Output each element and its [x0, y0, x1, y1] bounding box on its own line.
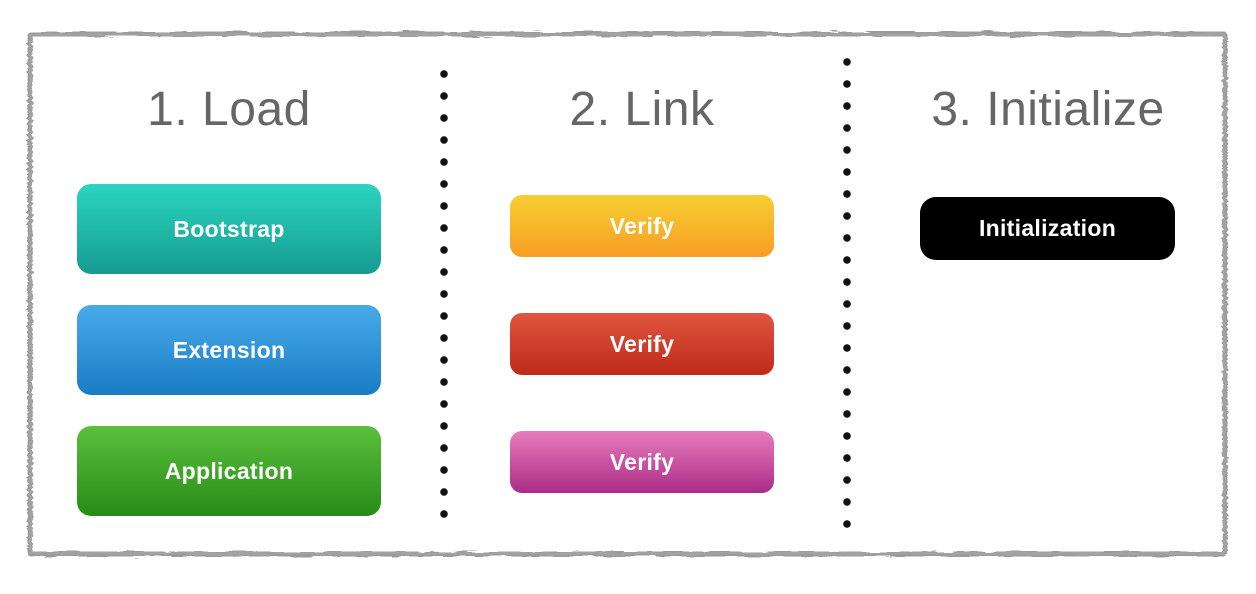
- node-verify-red-label: Verify: [609, 330, 675, 357]
- node-bootstrap: Bootstrap: [77, 184, 381, 274]
- node-verify-red: Verify: [510, 313, 774, 375]
- section-title-initialize: 3. Initialize: [931, 83, 1165, 136]
- node-extension: Extension: [77, 305, 381, 395]
- node-verify-yellow-label: Verify: [609, 212, 675, 239]
- node-verify-pink: Verify: [510, 431, 774, 493]
- node-bootstrap-label: Bootstrap: [173, 215, 285, 242]
- section-title-load: 1. Load: [147, 83, 311, 136]
- node-extension-label: Extension: [172, 336, 286, 363]
- node-verify-yellow: Verify: [510, 195, 774, 257]
- node-initialization-label: Initialization: [978, 215, 1117, 241]
- node-initialization: Initialization: [920, 197, 1175, 260]
- section-title-link: 2. Link: [569, 83, 715, 136]
- node-application-label: Application: [164, 457, 294, 484]
- dotted-separator-load-link: [440, 70, 448, 532]
- node-application: Application: [77, 426, 381, 516]
- dotted-separator-link-initialize: [843, 58, 851, 542]
- node-verify-pink-label: Verify: [609, 448, 675, 475]
